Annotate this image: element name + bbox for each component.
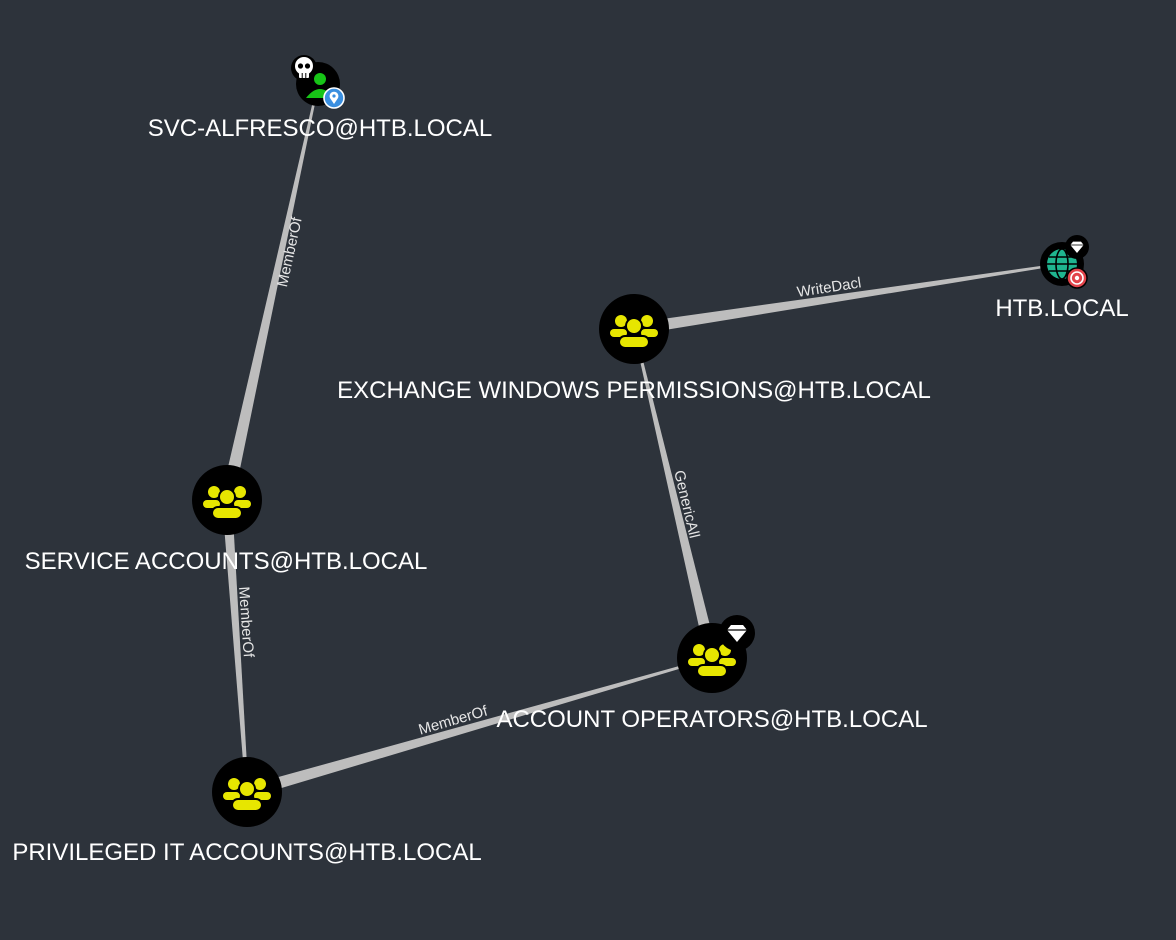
node-label: ACCOUNT OPERATORS@HTB.LOCAL xyxy=(496,706,927,733)
skull-icon xyxy=(291,55,317,81)
node-account-operators[interactable]: ACCOUNT OPERATORS@HTB.LOCAL xyxy=(496,615,928,733)
edge-service_accounts-privileged_it_accounts[interactable]: MemberOf xyxy=(222,499,257,793)
target-icon xyxy=(1066,267,1088,289)
group-icon xyxy=(203,486,251,520)
location-pin-icon xyxy=(323,87,345,109)
node-service-accounts[interactable]: SERVICE ACCOUNTS@HTB.LOCAL xyxy=(25,465,428,575)
group-icon xyxy=(610,315,658,349)
group-icon xyxy=(223,778,271,812)
edge-label: MemberOf xyxy=(235,586,257,659)
node-privileged-it-accounts[interactable]: PRIVILEGED IT ACCOUNTS@HTB.LOCAL xyxy=(12,757,482,866)
diamond-icon xyxy=(719,615,755,651)
node-svc-alfresco[interactable]: SVC-ALFRESCO@HTB.LOCAL xyxy=(148,55,492,142)
node-label: EXCHANGE WINDOWS PERMISSIONS@HTB.LOCAL xyxy=(337,377,931,404)
node-label: PRIVILEGED IT ACCOUNTS@HTB.LOCAL xyxy=(12,839,481,866)
node-exchange-windows-permissions[interactable]: EXCHANGE WINDOWS PERMISSIONS@HTB.LOCAL xyxy=(337,294,931,404)
edge-line[interactable] xyxy=(633,263,1063,335)
node-label: SVC-ALFRESCO@HTB.LOCAL xyxy=(148,115,492,142)
edge-line[interactable] xyxy=(220,83,319,502)
node-htb-local[interactable]: HTB.LOCAL xyxy=(995,235,1129,322)
edge-line[interactable] xyxy=(633,328,718,660)
group-icon xyxy=(688,644,736,678)
edges-layer: MemberOfMemberOfMemberOfGenericAllWriteD… xyxy=(220,83,1063,798)
nodes-layer: SVC-ALFRESCO@HTB.LOCAL HTB.LOCAL EXCHANGE … xyxy=(12,55,1129,866)
node-label: HTB.LOCAL xyxy=(995,295,1128,322)
node-label: SERVICE ACCOUNTS@HTB.LOCAL xyxy=(25,548,428,575)
edge-line[interactable] xyxy=(245,657,713,798)
edge-svc_alfresco-service_accounts[interactable]: MemberOf xyxy=(220,83,319,502)
diamond-icon xyxy=(1065,235,1089,259)
edge-line[interactable] xyxy=(222,499,249,793)
